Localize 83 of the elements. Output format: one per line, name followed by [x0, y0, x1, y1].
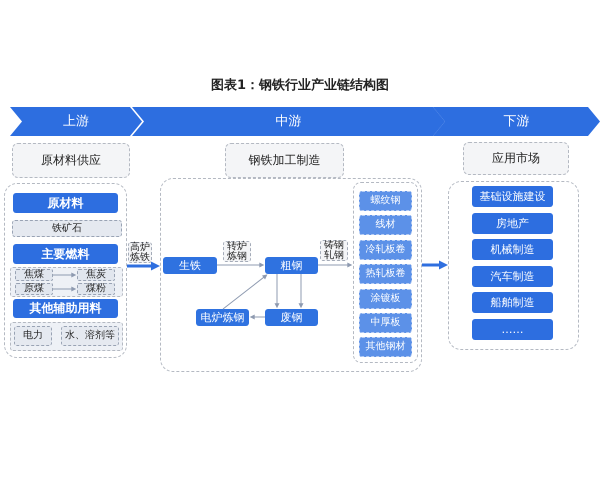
market-tile: [472, 292, 553, 313]
process-step: [265, 257, 318, 274]
market-tile: [472, 319, 553, 340]
market-text: ……: [502, 323, 524, 336]
market-text: 船舶制造: [490, 296, 534, 309]
arrow: [127, 262, 160, 270]
material-text: 焦炭: [86, 270, 106, 280]
dashed-group: [10, 267, 123, 297]
section-header: [225, 143, 344, 178]
edge-label: 转炉炼钢: [223, 241, 251, 262]
material-text: 铁矿石: [52, 222, 82, 234]
dashed-group: [10, 322, 123, 351]
product-tile: [359, 337, 412, 357]
market-text: 机械制造: [490, 243, 534, 256]
arrow: [422, 260, 448, 270]
step-text: 废钢: [280, 311, 302, 324]
category-bar: [13, 244, 118, 264]
product-tile: [359, 191, 412, 211]
category-text: 主要燃料: [42, 246, 90, 262]
market-tile: [472, 239, 553, 260]
edge-label: 高炉炼铁: [128, 242, 152, 263]
section-heading: 应用市场: [492, 151, 540, 166]
arrow: [216, 262, 264, 268]
material-tag: [77, 269, 115, 281]
section-heading: 钢铁加工制造: [248, 153, 320, 168]
dashed-panel: [448, 181, 579, 350]
material-text: 煤粉: [86, 284, 106, 294]
product-tile: [359, 289, 412, 309]
material-tag: [15, 269, 53, 281]
market-text: 房地产: [496, 217, 529, 230]
product-text: 涂镀板: [370, 293, 400, 305]
stage-label: 中游: [276, 114, 302, 130]
market-tile: [472, 266, 553, 287]
arrow: [318, 262, 352, 268]
arrow: [274, 274, 280, 308]
stage-label: 上游: [63, 114, 89, 130]
product-text: 线材: [376, 219, 396, 231]
diagram-title: 图表1：钢铁行业产业链结构图: [210, 78, 390, 93]
material-text: 水、溶剂等: [65, 330, 115, 342]
product-tile: [359, 215, 412, 235]
category-bar: [13, 193, 118, 213]
arrow: [52, 272, 76, 278]
process-step: [196, 309, 249, 326]
dashed-panel: [353, 182, 418, 363]
process-step: [265, 309, 318, 326]
material-text: 电力: [23, 330, 43, 342]
category-text: 原材料: [48, 196, 84, 210]
stage-label: 下游: [504, 114, 530, 130]
arrow: [222, 274, 268, 310]
product-text: 冷轧板卷: [366, 244, 406, 256]
material-tag: [14, 326, 52, 346]
market-tile: [472, 186, 553, 207]
section-header: [463, 142, 569, 175]
arrow: [52, 286, 76, 292]
arrow: [250, 314, 266, 320]
material-text: 原煤: [24, 284, 44, 294]
product-tile: [359, 264, 412, 284]
step-text: 电炉炼钢: [200, 311, 244, 324]
dashed-panel: [160, 178, 422, 372]
dashed-panel: [4, 183, 127, 358]
section-header: [12, 143, 130, 178]
section-heading: 原材料供应: [41, 153, 101, 168]
step-text: 粗钢: [280, 259, 302, 272]
category-bar: [13, 299, 118, 318]
material-tag: [77, 283, 115, 295]
edge-label: 铸钢轧钢: [320, 240, 348, 261]
product-tile: [359, 313, 412, 333]
product-text: 热轧板卷: [366, 268, 406, 280]
material-tag: [61, 326, 119, 346]
step-text: 生铁: [179, 259, 201, 272]
material-text: 焦煤: [24, 270, 44, 280]
product-text: 螺纹钢: [370, 195, 400, 207]
arrow: [298, 274, 304, 308]
product-tile: [359, 240, 412, 260]
material-tag: [12, 220, 122, 237]
market-text: 基础设施建设: [480, 190, 546, 203]
market-text: 汽车制造: [490, 270, 534, 283]
product-text: 中厚板: [370, 317, 400, 329]
material-tag: [15, 283, 53, 295]
market-tile: [472, 213, 553, 234]
product-text: 其他钢材: [366, 341, 406, 353]
category-text: 其他辅助用料: [30, 301, 102, 316]
process-step: [163, 257, 217, 274]
